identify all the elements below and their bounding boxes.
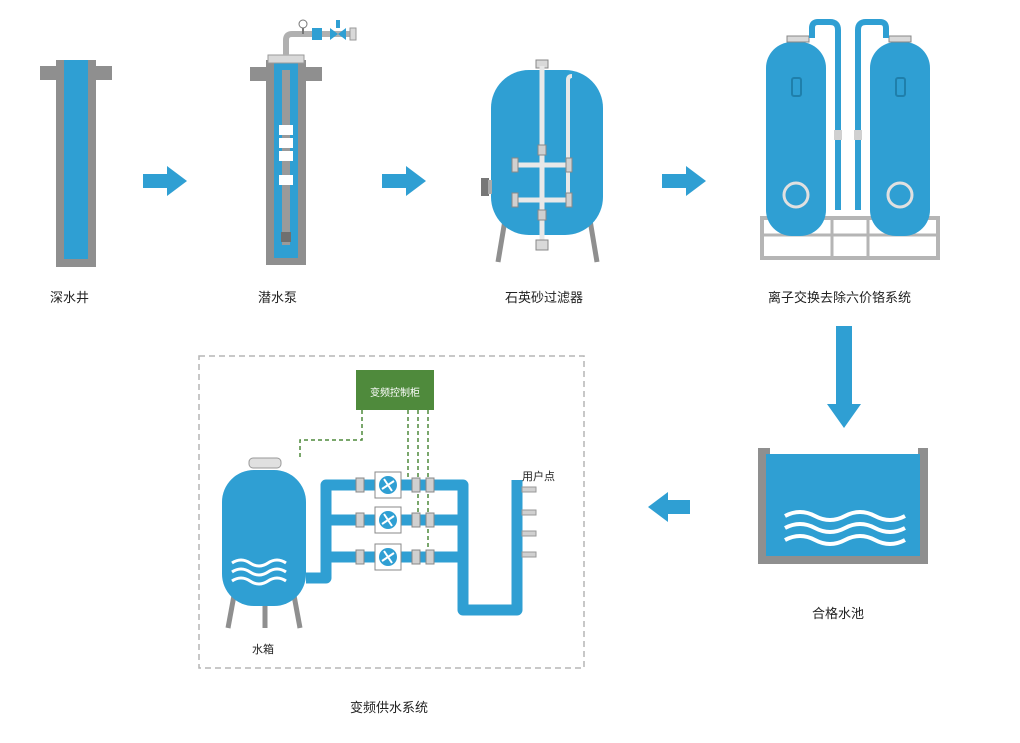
control-cabinet-label: 变频控制柜	[370, 388, 420, 399]
vfd-system-box	[198, 355, 585, 669]
water-tank-label: 水箱	[252, 643, 274, 656]
control-cabinet	[356, 370, 434, 410]
pipe-network	[306, 479, 523, 616]
vfd-system-label: 变频供水系统	[350, 701, 429, 716]
quartz-sand-filter-label: 石英砂过滤器	[505, 291, 584, 306]
submersible-pump-illustration	[250, 19, 357, 265]
flow-arrow-4	[827, 326, 861, 428]
flow-arrow-1	[143, 166, 187, 196]
flow-arrow-5	[648, 492, 690, 522]
user-outlets	[521, 486, 537, 558]
flow-arrow-3	[662, 166, 706, 196]
user-point-label: 用户点	[522, 470, 555, 483]
ion-exchange-label: 离子交换去除六价铬系统	[768, 291, 912, 306]
flow-arrow-2	[382, 166, 426, 196]
pump-2	[355, 506, 435, 534]
ion-exchange-illustration	[760, 19, 940, 260]
qualified-pool-illustration	[758, 446, 928, 564]
qualified-pool-label: 合格水池	[812, 607, 865, 622]
signal-lines	[299, 410, 429, 562]
quartz-sand-filter-illustration	[481, 59, 603, 263]
submersible-pump-label: 潜水泵	[258, 291, 298, 306]
deep-well-illustration	[40, 60, 112, 267]
pump-3	[355, 543, 435, 571]
water-tank-illustration	[222, 457, 306, 629]
deep-well-label: 深水井	[50, 291, 90, 306]
pump-1	[355, 471, 435, 499]
